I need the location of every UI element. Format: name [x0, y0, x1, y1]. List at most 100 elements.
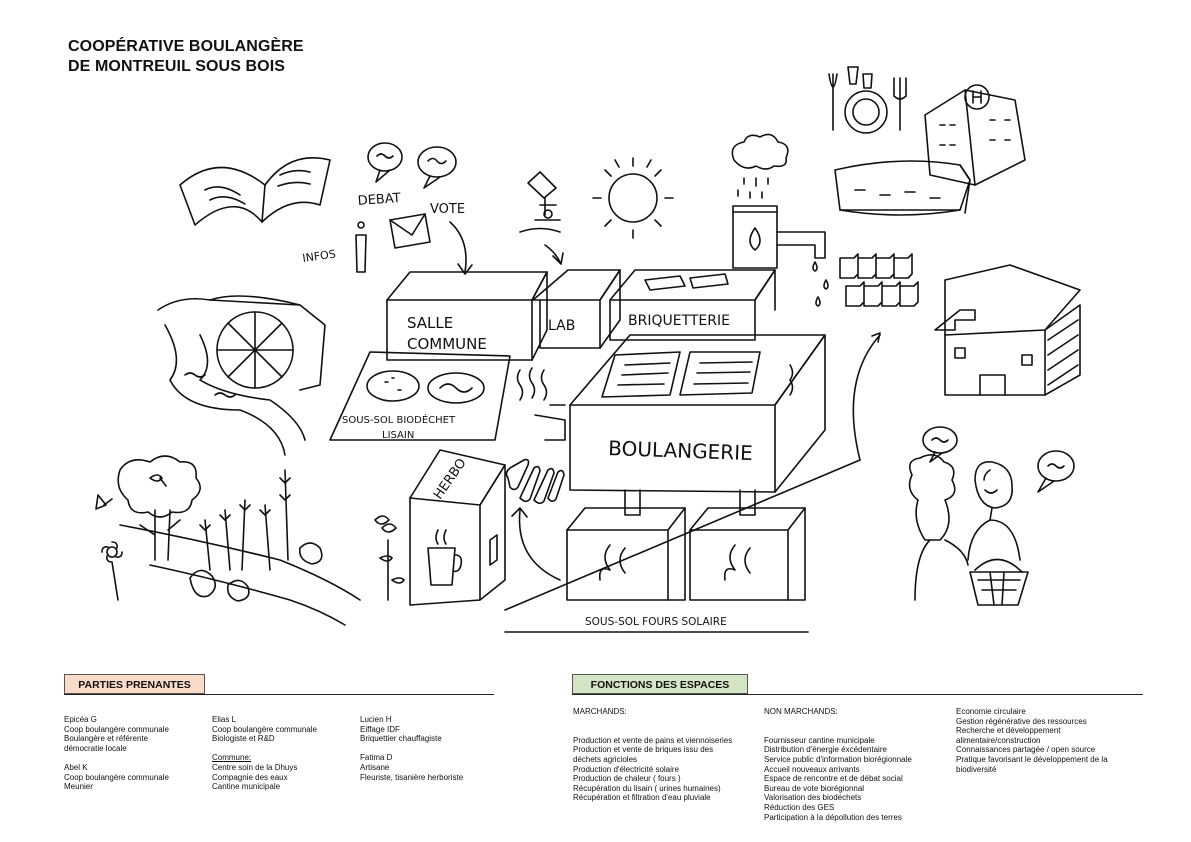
briquetterie-building	[609, 269, 776, 341]
list-item: Elias L	[212, 715, 237, 724]
brick-building-icon	[934, 264, 1081, 396]
list-item: Recherche et développement	[956, 726, 1061, 736]
list-item: Espace de rencontre et de débat social	[764, 774, 903, 784]
list-item: Pratique favorisant le développement de …	[956, 754, 1108, 764]
list-item: Biologiste et R&D	[212, 734, 275, 744]
list-item: Eiffage IDF	[360, 724, 400, 734]
stakeholders-col-1: Epicéa G Coop boulangère communale Boula…	[64, 715, 169, 792]
book-icon	[179, 156, 331, 226]
flame-icon	[723, 544, 751, 581]
flame-icon	[598, 544, 626, 581]
list-item: Abel K	[64, 762, 88, 772]
label-briquetterie: BRIQUETTERIE	[628, 313, 730, 329]
lab-building	[532, 269, 621, 349]
hospital-building-icon	[924, 84, 1026, 186]
tree-icon	[117, 455, 201, 561]
steam-icon	[516, 367, 548, 401]
list-item: Lucien H	[360, 715, 392, 724]
tea-cup-icon	[427, 529, 463, 586]
functions-col-2: NON MARCHANDS: Fournisseur cantine munic…	[764, 707, 912, 822]
label-debat: DEBAT	[357, 191, 401, 209]
list-item: Compagnie des eaux	[212, 772, 288, 782]
info-icon	[355, 221, 367, 273]
list-item: Fatima D	[360, 753, 393, 763]
label-lisain: LISAIN	[382, 430, 414, 441]
list-item: Distribution d'énergie éxcédentaire	[764, 745, 887, 755]
cloud-icon	[731, 133, 789, 170]
rain-icon	[737, 177, 769, 199]
garden-rows	[119, 524, 361, 626]
list-item: Production de chaleur ( fours )	[573, 774, 681, 784]
label-lab: LAB	[548, 318, 575, 334]
list-item: Production et vente de pains et viennois…	[573, 735, 733, 745]
functions-tag-label: FONCTIONS DES ESPACES	[590, 679, 730, 691]
label-commune: COMMUNE	[407, 335, 487, 353]
stakeholders-col-3: Lucien H Eiffage IDF Briquettier chauffa…	[360, 715, 463, 782]
functions-col-3: Economie circulaire Gestion régénérative…	[956, 707, 1108, 774]
list-item: Service public d'information biorégionna…	[764, 754, 912, 764]
label-sous-sol-fours: SOUS-SOL FOURS SOLAIRE	[585, 616, 727, 628]
envelope-icon	[389, 213, 431, 249]
functions-col-1: MARCHANDS: Production et vente de pains …	[573, 707, 732, 803]
stakeholders-tag-label: PARTIES PRENANTES	[78, 679, 191, 691]
functions-tag: FONCTIONS DES ESPACES	[572, 674, 748, 694]
person-icon	[967, 450, 1075, 561]
water-drops	[812, 261, 829, 307]
list-item: Récupération du lisain ( urines humaines…	[573, 783, 721, 793]
list-item: Fleuriste, tisanière herboriste	[360, 772, 464, 782]
label-vote: VOTE	[430, 202, 465, 217]
stakeholders-col-2: Elias L Coop boulangère communale Biolog…	[212, 715, 317, 792]
cutlery-plate-icon	[828, 66, 907, 134]
list-item: Réduction des GES	[764, 802, 835, 812]
list-item: Briquettier chauffagiste	[360, 734, 442, 744]
label-boulangerie: BOULANGERIE	[608, 436, 753, 465]
list-item: Epicéa G	[64, 715, 97, 724]
label-salle: SALLE	[407, 314, 453, 332]
list-item: Cantine municipale	[212, 782, 281, 792]
solar-oven-right	[689, 507, 806, 601]
list-item: Coop boulangère communale	[64, 772, 169, 782]
flower-icon	[101, 515, 405, 601]
list-item: Centre soin de la Dhuys	[212, 762, 298, 772]
list-item: alimentaire/construction	[956, 735, 1041, 745]
baguette-icon	[505, 458, 565, 505]
title-line-2: DE MONTREUIL SOUS BOIS	[68, 58, 286, 75]
speech-bubble-icon	[367, 142, 457, 189]
list-item: Economie circulaire	[956, 707, 1026, 716]
list-item: démocratie locale	[64, 743, 127, 753]
microscope-icon	[519, 171, 564, 265]
boulangerie-building	[534, 334, 826, 516]
list-item: Gestion régénérative des ressources	[956, 716, 1087, 726]
arrow-right	[852, 334, 881, 461]
sun-icon	[592, 157, 674, 239]
list-heading: Commune:	[212, 753, 252, 763]
list-item: Coop boulangère communale	[64, 724, 169, 734]
butterfly-icon	[95, 494, 113, 510]
list-heading: NON MARCHANDS:	[764, 707, 838, 716]
solar-oven-left	[566, 507, 686, 601]
list-item: Connaissances partagée / open source	[956, 745, 1096, 755]
bird-icon	[149, 474, 167, 487]
list-item: Meunier	[64, 782, 93, 792]
title-line-1: COOPÉRATIVE BOULANGÈRE	[68, 38, 304, 55]
person-icon	[908, 426, 969, 601]
page-title: COOPÉRATIVE BOULANGÈRE DE MONTREUIL SOUS…	[68, 37, 304, 77]
biodechet-basement	[329, 351, 511, 441]
illustration: DEBAT VOTE INFOS	[95, 66, 1081, 633]
list-item: Récupération et filtration d'eau pluvial…	[573, 793, 711, 803]
list-item: biodiversité	[956, 764, 997, 774]
list-item: Coop boulangère communale	[212, 724, 317, 734]
list-item: Bureau de vote biorégionnal	[764, 783, 865, 793]
stakeholders-tag: PARTIES PRENANTES	[64, 674, 205, 694]
herb-shop-icon	[409, 449, 506, 606]
warehouse-icon	[834, 160, 971, 216]
list-item: déchets agricioles	[573, 754, 638, 764]
river-icon	[164, 324, 306, 456]
list-item: Valorisation des biodéchets	[764, 793, 862, 803]
water-wheel-icon	[157, 295, 326, 391]
list-item: Production et vente de briques issu des	[573, 745, 714, 755]
list-item: Boulangère et référente	[64, 734, 149, 744]
bricks-icon	[839, 253, 919, 307]
label-herbo: HERBO	[431, 456, 470, 502]
basement-outline	[504, 459, 861, 633]
